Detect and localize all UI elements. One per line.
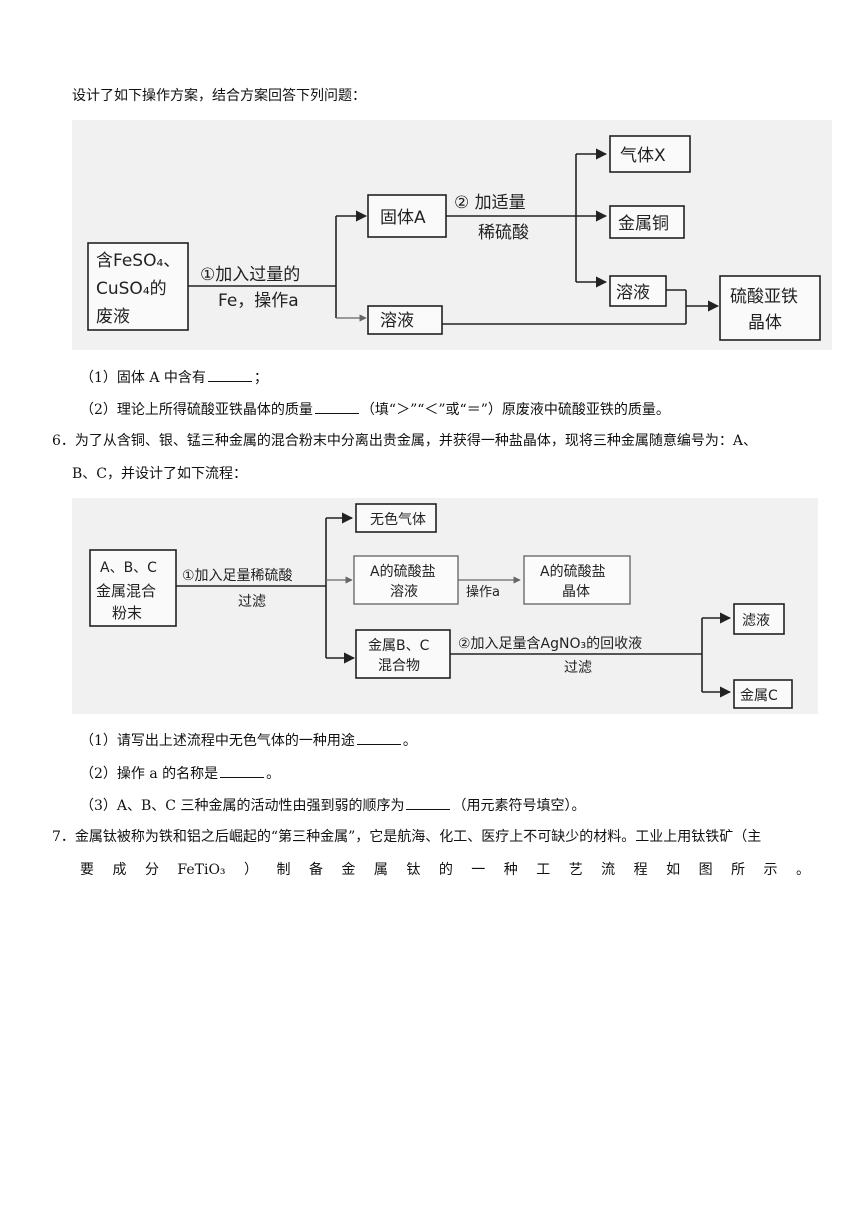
step-b-line-1: ②加入足量含AgNO₃的回收液 bbox=[458, 636, 642, 652]
input-waste-box bbox=[87, 242, 189, 331]
mixture-line-3: 粉末 bbox=[112, 604, 142, 622]
answer-blank[interactable] bbox=[406, 795, 451, 810]
mixture-line-1: A、B、C bbox=[100, 560, 157, 576]
salt-crystal-box bbox=[523, 555, 631, 605]
colorless-gas-box bbox=[355, 503, 437, 533]
product-line-2: 晶体 bbox=[748, 313, 782, 333]
solution-2-box bbox=[609, 275, 667, 307]
answer-blank[interactable] bbox=[207, 367, 252, 382]
step-a-line-1: ①加入足量稀硫酸 bbox=[182, 568, 293, 584]
intro-text: 设计了如下操作方案，结合方案回答下列问题： bbox=[72, 88, 366, 104]
solution-label: 溶液 bbox=[380, 311, 414, 331]
metal-bc-line-2: 混合物 bbox=[378, 658, 420, 674]
solution-2-label: 溶液 bbox=[616, 283, 650, 303]
copper-box bbox=[609, 205, 685, 239]
solution-box bbox=[367, 305, 443, 335]
mixture-line-2: 金属混合 bbox=[96, 582, 156, 600]
step1-line-2: Fe，操作a bbox=[218, 291, 299, 311]
flowchart-2: A、B、C 金属混合 粉末 ①加入足量稀硫酸 过滤 无色气体 A的硫酸盐 溶液 … bbox=[72, 498, 818, 714]
step1-line-1: ①加入过量的 bbox=[200, 265, 300, 285]
filtrate-label: 滤液 bbox=[742, 613, 770, 629]
answer-blank[interactable] bbox=[356, 730, 401, 745]
answer-blank[interactable] bbox=[314, 399, 359, 414]
question-6-line-2: B、C，并设计了如下流程： bbox=[72, 466, 247, 482]
input-line-3: 废液 bbox=[96, 307, 130, 327]
gas-x-label: 气体X bbox=[620, 146, 666, 166]
question-1b: （2）理论上所得硫酸亚铁晶体的质量（填“＞”“＜”或“＝”）原废液中硫酸亚铁的质… bbox=[80, 399, 670, 420]
solid-a-box bbox=[367, 194, 447, 238]
salt-solution-line-2: 溶液 bbox=[390, 584, 418, 600]
metal-bc-line-1: 金属B、C bbox=[368, 638, 430, 654]
question-7-line-1: 7．金属钛被称为铁和铝之后崛起的“第三种金属”，它是航海、化工、医疗上不可缺少的… bbox=[52, 829, 762, 845]
metal-c-label: 金属C bbox=[740, 688, 778, 704]
filtrate-box bbox=[733, 603, 785, 635]
step2-line-1: ② 加适量 bbox=[454, 193, 526, 213]
step-a-line-2: 过滤 bbox=[238, 594, 266, 610]
question-6a: （1）请写出上述流程中无色气体的一种用途。 bbox=[80, 730, 417, 751]
salt-crystal-line-1: A的硫酸盐 bbox=[540, 564, 606, 580]
answer-blank[interactable] bbox=[220, 763, 265, 778]
salt-solution-line-1: A的硫酸盐 bbox=[370, 564, 436, 580]
question-1a: （1）固体 A 中含有； bbox=[80, 367, 268, 388]
solid-a-label: 固体A bbox=[380, 208, 426, 228]
metal-c-box bbox=[733, 679, 793, 709]
colorless-gas-label: 无色气体 bbox=[370, 511, 426, 528]
step2-line-2: 稀硫酸 bbox=[478, 223, 529, 243]
question-7-line-2: 要 成 分 FeTiO₃ ） 制 备 金 属 钛 的 一 种 工 艺 流 程 如… bbox=[80, 862, 810, 878]
step-b-line-2: 过滤 bbox=[564, 660, 592, 676]
product-box bbox=[719, 275, 821, 341]
mixture-input-box bbox=[89, 549, 177, 627]
question-6-line-1: 6．为了从含铜、银、锰三种金属的混合粉末中分离出贵金属，并获得一种盐晶体，现将三… bbox=[52, 433, 758, 449]
copper-label: 金属铜 bbox=[618, 214, 669, 234]
input-line-2: CuSO₄的 bbox=[96, 279, 167, 299]
operation-a-label: 操作a bbox=[466, 584, 500, 600]
question-6c: （3）A、B、C 三种金属的活动性由强到弱的顺序为（用元素符号填空）。 bbox=[80, 795, 585, 816]
question-6b: （2）操作 a 的名称是。 bbox=[80, 763, 280, 784]
input-line-1: 含FeSO₄、 bbox=[96, 251, 180, 271]
gas-x-box bbox=[609, 135, 691, 173]
product-line-1: 硫酸亚铁 bbox=[730, 287, 798, 307]
flowchart-1: 含FeSO₄、 CuSO₄的 废液 ①加入过量的 Fe，操作a 固体A 溶液 ②… bbox=[72, 120, 832, 350]
salt-solution-box bbox=[353, 555, 459, 605]
salt-crystal-line-2: 晶体 bbox=[562, 584, 590, 600]
